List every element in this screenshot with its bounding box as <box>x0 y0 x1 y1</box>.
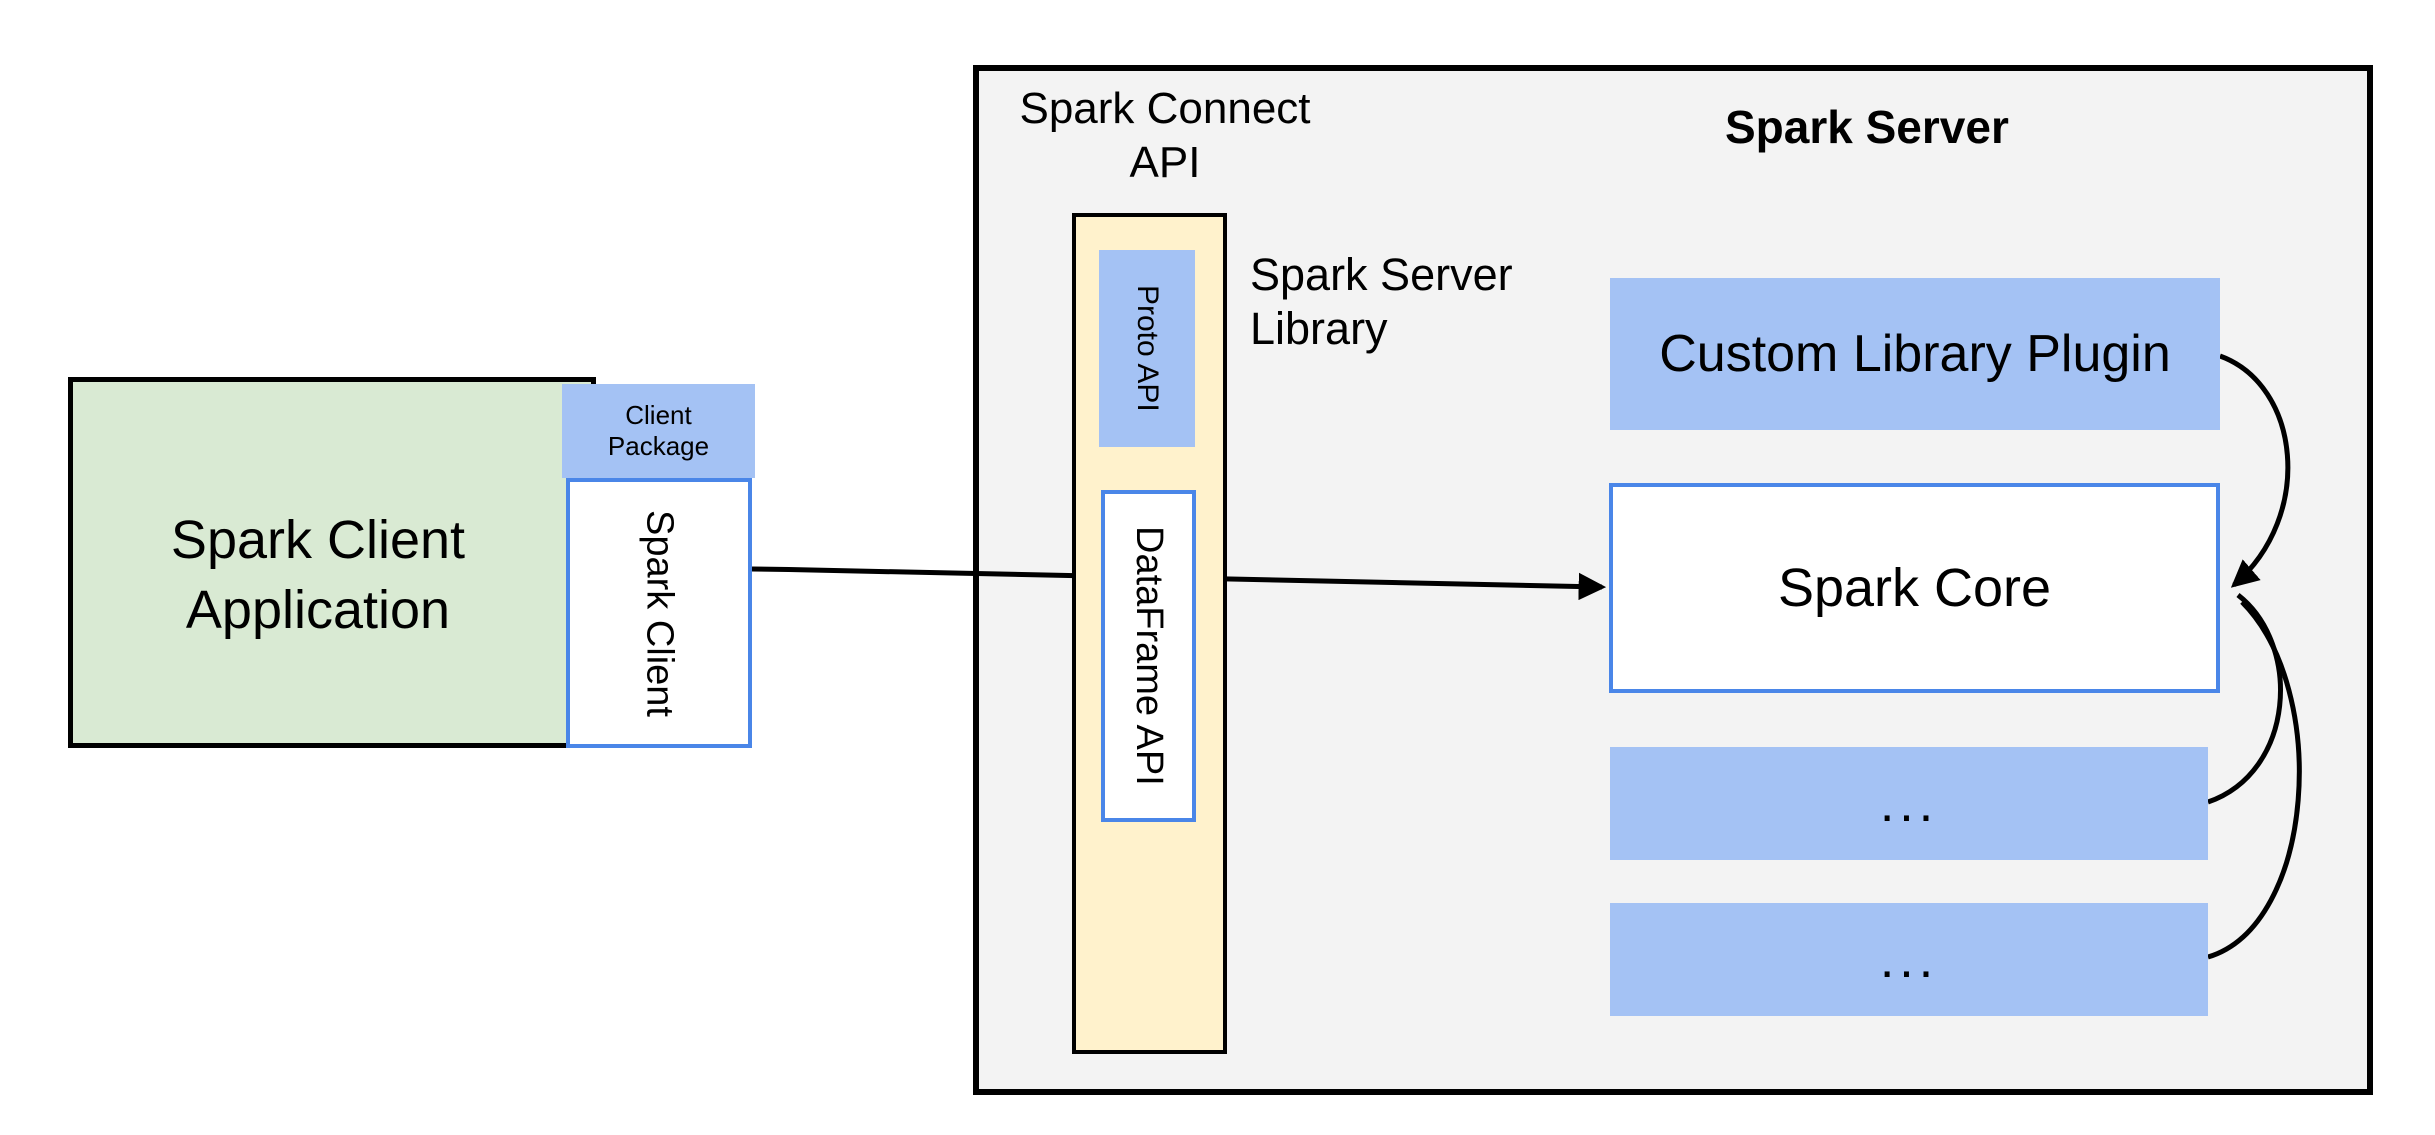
client-package-label-line2: Package <box>607 431 710 461</box>
plugin-placeholder-label-1: ... <box>1879 774 1939 833</box>
spark-server-library-label-line1: Spark Server <box>1250 249 1513 300</box>
spark-connect-api-label: Spark Connect API <box>985 82 1345 190</box>
proto-api-box: Proto API <box>1099 250 1195 447</box>
spark-server-library-label-line2: Library <box>1250 303 1388 354</box>
client-package-label-line1: Client <box>625 400 692 430</box>
spark-connect-api-label-line2: API <box>1129 138 1201 187</box>
spark-client-label: Spark Client <box>638 509 681 717</box>
spark-client-application-label: Spark Client Application <box>68 505 568 645</box>
spark-core-box: Spark Core <box>1609 483 2220 693</box>
spark-core-label: Spark Core <box>1777 558 2052 618</box>
plugin-placeholder-label-2: ... <box>1879 930 1939 989</box>
custom-library-plugin-label: Custom Library Plugin <box>1659 325 2171 383</box>
spark-server-title: Spark Server <box>1725 101 2009 153</box>
spark-client-application-label-line1: Spark Client <box>170 510 466 570</box>
spark-client-application-box <box>68 377 596 748</box>
plugin-placeholder-box-1: ... <box>1610 747 2208 860</box>
spark-client-box: Spark Client <box>566 478 752 748</box>
plugin-placeholder-box-2: ... <box>1610 903 2208 1016</box>
custom-library-plugin-box: Custom Library Plugin <box>1610 278 2220 430</box>
client-package-box: Client Package <box>562 384 755 478</box>
spark-connect-api-label-line1: Spark Connect <box>1019 84 1311 133</box>
dataframe-api-box: DataFrame API <box>1101 490 1196 822</box>
dataframe-api-label: DataFrame API <box>1128 526 1170 786</box>
spark-client-application-label-line2: Application <box>185 580 451 640</box>
spark-server-library-label: Spark Server Library <box>1250 248 1610 356</box>
proto-api-label: Proto API <box>1131 285 1164 412</box>
